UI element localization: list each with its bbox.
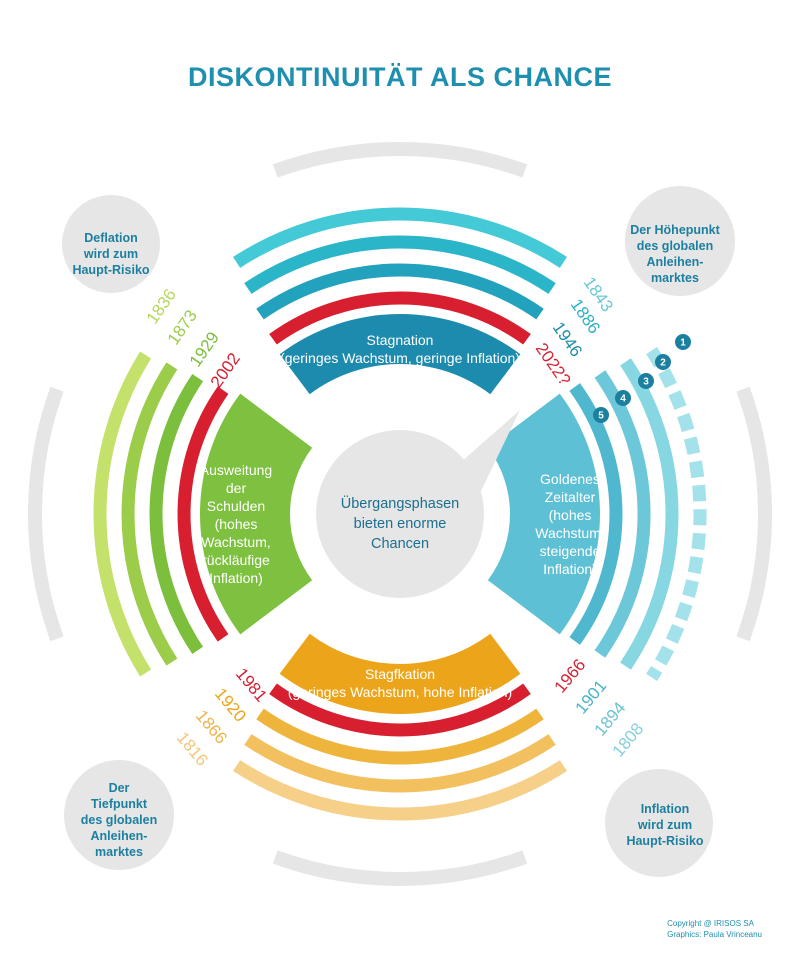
- corner-line: marktes: [95, 845, 143, 859]
- band-2022: [269, 291, 531, 345]
- band-1929: [149, 373, 204, 655]
- segment-line: Stagfkation: [364, 666, 436, 682]
- outer-grey-arc-right: [736, 386, 772, 642]
- band-1816: [233, 760, 567, 821]
- segment-line: Goldenes: [540, 471, 600, 487]
- step-badge-number: 2: [660, 358, 666, 369]
- center-label: Übergangsphasen bieten enorme Chancen: [320, 494, 480, 554]
- segment-label-golden-age: Goldenes Zeitalter (hohes Wachstum, stei…: [520, 470, 620, 578]
- segment-line: Wachstum,: [201, 534, 271, 550]
- segment-line: (geringes Wachstum, geringe Inflation): [280, 350, 520, 366]
- segment-stagnation: [279, 314, 521, 395]
- corner-line: Anleihen-: [90, 829, 148, 843]
- band-1920: [256, 708, 544, 765]
- segment-line: steigende: [539, 543, 601, 559]
- segment-label-stagflation: Stagfkation (geringes Wachstum, hohe Inf…: [270, 665, 530, 701]
- year-label-1873: 1873: [164, 306, 201, 348]
- corner-line: Haupt-Risiko: [72, 263, 150, 277]
- segment-debt-expansion: [200, 393, 313, 635]
- corner-label-peak: Der Höhepunkt des globalen Anleihen- mar…: [627, 222, 723, 286]
- step-badge-number: 1: [680, 338, 686, 349]
- segment-line: (hohes: [214, 516, 258, 532]
- corner-line: des globalen: [80, 813, 158, 827]
- copyright-line: Graphics: Paula Vrinceanu: [667, 930, 762, 939]
- center-line: bieten enorme: [353, 516, 447, 532]
- band-1836: [93, 351, 152, 677]
- corner-line: Der: [108, 781, 130, 795]
- center-line: Übergangsphasen: [340, 496, 460, 512]
- band-1981: [269, 683, 531, 737]
- corner-circle: [605, 769, 713, 877]
- band-1946: [256, 263, 544, 320]
- band-1808: [646, 347, 707, 681]
- segment-line: Ausweitung: [199, 462, 273, 478]
- corner-line: marktes: [651, 271, 699, 285]
- corner-circle: [62, 195, 160, 293]
- year-label-2002: 2002: [207, 349, 244, 391]
- segment-line: Inflation): [209, 570, 263, 586]
- segment-label-stagnation: Stagnation (geringes Wachstum, geringe I…: [270, 331, 530, 367]
- segment-line: Schulden: [206, 498, 266, 514]
- corner-line: Inflation: [640, 802, 690, 816]
- segment-line: rückläufige: [202, 552, 270, 568]
- outer-grey-arc-top: [272, 142, 528, 178]
- corner-line: Der Höhepunkt: [630, 223, 720, 237]
- step-badge-number: 3: [643, 377, 649, 388]
- segment-line: (hohes: [548, 507, 592, 523]
- segment-line: (geringes Wachstum, hohe Inflation): [287, 684, 513, 700]
- band-1843: [233, 207, 567, 268]
- outer-grey-arc-left: [28, 386, 64, 642]
- corner-label-trough: Der Tiefpunkt des globalen Anleihen- mar…: [71, 780, 167, 860]
- band-1894: [620, 358, 679, 670]
- corner-line: des globalen: [636, 239, 714, 253]
- step-badge-4: [615, 390, 631, 406]
- band-1966: [569, 383, 623, 645]
- step-badge-5: [593, 407, 609, 423]
- band-2002: [177, 386, 229, 642]
- step-badge-number: 4: [620, 394, 626, 405]
- corner-line: wird zum: [637, 818, 693, 832]
- corner-line: Tiefpunkt: [90, 797, 148, 811]
- corner-circle: [64, 760, 174, 870]
- center-line: Chancen: [370, 536, 430, 552]
- band-1901: [594, 370, 651, 658]
- segment-line: Wachstum,: [535, 525, 605, 541]
- segment-line: Zeitalter: [544, 489, 596, 505]
- segment-golden-age: [487, 393, 601, 635]
- band-1866: [244, 734, 556, 793]
- segment-line: Stagnation: [366, 332, 434, 348]
- corner-label-deflation: Deflation wird zum Haupt-Risiko: [63, 230, 159, 278]
- segment-label-debt-expansion: Ausweitung der Schulden (hohes Wachstum,…: [186, 461, 286, 587]
- corner-line: Deflation: [84, 231, 138, 245]
- corner-line: wird zum: [83, 247, 139, 261]
- step-badge-3: [638, 373, 654, 389]
- copyright-line: Copyright @ IRISOS SA: [667, 919, 754, 928]
- segment-line: Inflation): [543, 561, 597, 577]
- segment-stagflation: [279, 633, 521, 715]
- outer-grey-arc-bottom: [272, 850, 528, 886]
- segment-line: der: [225, 480, 247, 496]
- band-1886: [244, 235, 556, 294]
- step-badge-number: 5: [598, 411, 604, 422]
- page-title: DISKONTINUITÄT ALS CHANCE: [188, 62, 612, 92]
- center-circle: [316, 430, 484, 598]
- corner-label-inflation: Inflation wird zum Haupt-Risiko: [617, 801, 713, 849]
- step-badge-1: [675, 334, 691, 350]
- corner-line: Haupt-Risiko: [626, 834, 704, 848]
- corner-circle: [625, 186, 735, 296]
- copyright: Copyright @ IRISOS SA Graphics: Paula Vr…: [667, 918, 762, 940]
- step-badge-2: [655, 354, 671, 370]
- band-1873: [121, 362, 178, 666]
- corner-line: Anleihen-: [646, 255, 704, 269]
